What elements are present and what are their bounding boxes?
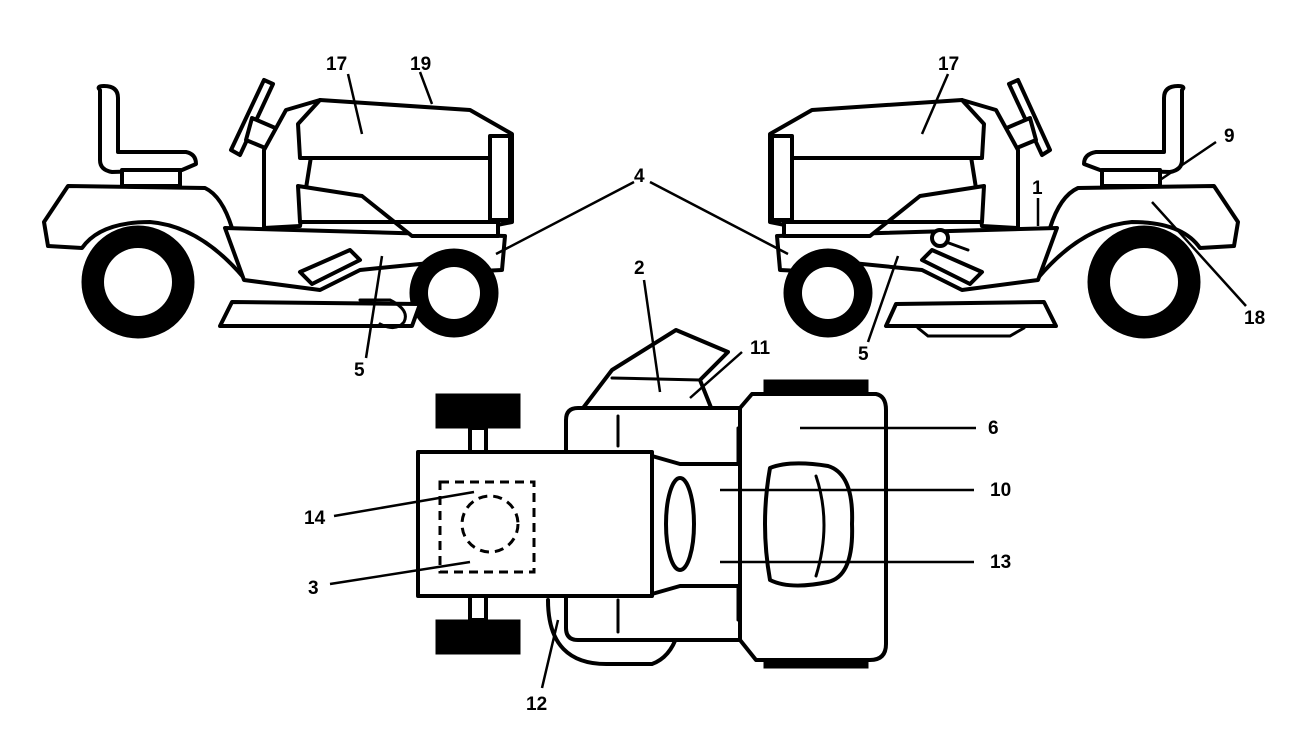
left-rear-fender	[42, 184, 362, 286]
top-front-tire-left	[435, 393, 521, 429]
right-seat-base	[1100, 168, 1162, 188]
callout-right-5: 5	[858, 344, 869, 365]
top-view-tractor	[416, 328, 888, 669]
right-lift-lever	[944, 240, 970, 252]
callout-right-9: 9	[1224, 126, 1235, 147]
right-seat	[1082, 84, 1186, 174]
left-seat	[96, 84, 198, 174]
top-engine-outline	[438, 480, 536, 574]
leader-left-5	[364, 255, 384, 359]
callout-top-6: 6	[988, 418, 999, 439]
leader-right-17	[920, 73, 950, 135]
top-front-axle-lower	[468, 594, 488, 622]
leader-top-12	[540, 619, 560, 689]
callout-right-1: 1	[1032, 178, 1043, 199]
top-front-tire-right	[435, 619, 521, 655]
callout-top-2: 2	[634, 258, 645, 279]
right-footrest	[920, 248, 984, 286]
leader-left-19	[418, 71, 434, 105]
leader-top-14	[333, 490, 475, 518]
top-steering-wheel	[664, 476, 696, 572]
left-footrest	[298, 248, 362, 286]
left-hood-grille	[488, 134, 512, 222]
callout-top-10: 10	[990, 480, 1011, 501]
callout-right-18: 18	[1244, 308, 1265, 329]
leader-4-right	[649, 180, 789, 256]
leader-top-2	[642, 279, 662, 393]
leader-right-9	[1159, 140, 1217, 182]
left-seat-base	[120, 168, 182, 188]
leader-top-3	[329, 560, 471, 586]
top-seat	[763, 461, 855, 588]
top-front-axle-upper	[468, 426, 488, 454]
right-side-panel	[782, 184, 986, 238]
right-deck-lip	[916, 326, 1026, 338]
left-side-panel	[296, 184, 500, 238]
callout-top-11: 11	[750, 338, 771, 359]
left-front-wheel-hub	[428, 267, 480, 319]
right-hood-grille	[770, 134, 794, 222]
leader-lines	[329, 71, 1247, 689]
callout-center-4: 4	[634, 166, 645, 187]
left-side-view-tractor	[42, 78, 514, 339]
leader-left-17	[346, 73, 364, 135]
callout-top-14: 14	[304, 508, 326, 529]
right-front-wheel-hub	[802, 267, 854, 319]
right-rear-wheel-hub	[1110, 248, 1178, 316]
top-engine-fan-outline	[460, 494, 520, 554]
right-mower-deck	[884, 300, 1058, 328]
top-rear-tire-upper	[763, 379, 869, 395]
leader-right-5	[866, 255, 900, 343]
right-side-view-tractor	[768, 78, 1240, 339]
callout-labels: 17 19 4 5 17 9 1 18 5 2 11 6 10 13 14 3 …	[304, 54, 1265, 715]
left-deck-hook	[358, 298, 407, 329]
callout-top-12: 12	[526, 694, 547, 715]
leader-4-left	[495, 180, 635, 256]
top-seat-back	[814, 474, 826, 578]
callout-top-3: 3	[308, 578, 319, 599]
callout-top-13: 13	[990, 552, 1011, 573]
callout-right-17: 17	[938, 54, 959, 75]
left-rear-wheel-hub	[104, 248, 172, 316]
left-mower-deck	[218, 300, 422, 328]
leader-top-11	[689, 351, 743, 399]
top-chute-edge	[610, 376, 702, 382]
right-lift-lever-knob	[930, 228, 950, 248]
callout-left-17: 17	[326, 54, 347, 75]
callout-left-5: 5	[354, 360, 365, 381]
callout-left-19: 19	[410, 54, 431, 75]
leader-right-18	[1151, 201, 1247, 307]
